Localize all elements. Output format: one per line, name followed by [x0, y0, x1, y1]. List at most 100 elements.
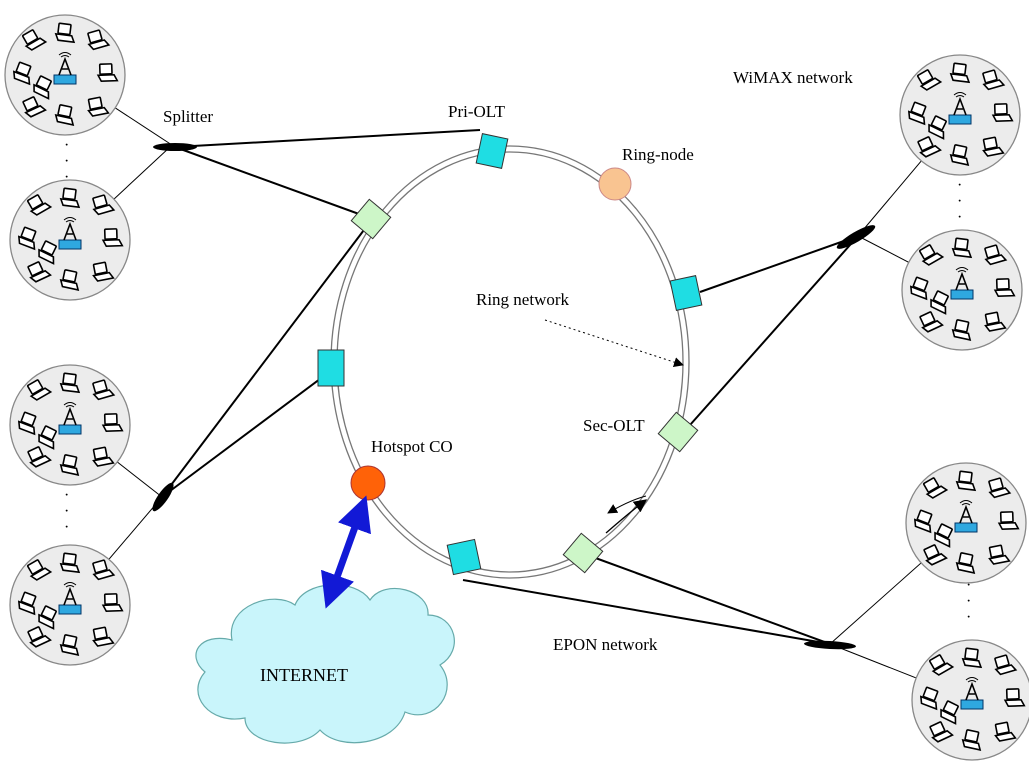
wimax-network-label: WiMAX network [733, 68, 853, 87]
laptop-icon [949, 62, 971, 84]
ring-network-label: Ring network [476, 290, 570, 309]
laptop-icon [92, 379, 116, 401]
laptop-icon [59, 372, 81, 394]
internet-link-arrow [321, 495, 371, 609]
laptop-icon [997, 511, 1020, 531]
laptop-icon [934, 523, 953, 548]
laptop-icon [951, 237, 973, 259]
laptop-icon [929, 654, 955, 676]
laptop-icon [930, 290, 949, 315]
laptop-icon [92, 194, 116, 216]
internet-cloud [195, 584, 455, 744]
svg-text:·: · [64, 519, 69, 536]
laptop-icon [54, 22, 76, 44]
laptop-icon [955, 470, 977, 492]
laptop-icon [982, 69, 1006, 91]
wireless-cell [911, 639, 1029, 761]
sec-olt-bottom [562, 532, 604, 574]
ring-node [598, 167, 632, 201]
laptop-icon [929, 721, 954, 743]
laptop-icon [92, 261, 115, 282]
laptop-icon [59, 552, 81, 574]
fiber-links [64, 74, 973, 701]
wireless-tower-icon [58, 582, 82, 615]
ring-direction-arrow [605, 499, 648, 534]
laptop-icon [919, 244, 945, 266]
wireless-cells [4, 14, 1029, 761]
laptop-icon [12, 61, 32, 86]
svg-text:·: · [957, 193, 962, 210]
laptop-icon [101, 413, 124, 433]
laptop-icon [27, 446, 52, 468]
wireless-tower-icon [58, 402, 82, 435]
svg-text:·: · [966, 593, 971, 610]
laptop-icon [923, 544, 948, 566]
splitter-right-wimax [836, 225, 876, 249]
laptop-icon [913, 509, 933, 534]
ring-direction-arrow-reverse [607, 495, 647, 514]
laptop-icon [101, 593, 124, 613]
laptop-icon [923, 477, 949, 499]
laptop-icon [101, 228, 124, 248]
wireless-cell [9, 364, 131, 486]
laptop-icon [92, 626, 115, 647]
wireless-tower-icon [960, 677, 984, 710]
wireless-tower-icon [58, 217, 82, 250]
svg-text:·: · [957, 209, 962, 226]
laptop-icon [87, 29, 111, 51]
epon-network-label: EPON network [553, 635, 658, 654]
laptop-icon [955, 552, 976, 574]
laptop-icon [92, 446, 115, 467]
laptop-icon [961, 729, 982, 751]
sec-olt-top-left [350, 198, 392, 240]
ring-network-pointer [544, 319, 684, 367]
svg-text:·: · [64, 487, 69, 504]
wireless-cell [9, 544, 131, 666]
wireless-cell [9, 179, 131, 301]
laptop-icon [27, 261, 52, 283]
splitter-bottom-right [804, 640, 856, 650]
sec-olt-label: Sec-OLT [583, 416, 645, 435]
laptop-icon [909, 276, 929, 301]
hotspot-co-label: Hotspot CO [371, 437, 453, 456]
wireless-tower-icon [53, 52, 77, 85]
laptop-icon [54, 104, 75, 126]
laptop-icon [919, 311, 944, 333]
laptop-icon [17, 591, 37, 616]
laptop-icon [940, 700, 959, 725]
laptop-icon [59, 454, 80, 476]
laptop-icon [1003, 688, 1026, 708]
laptop-icon [27, 379, 53, 401]
laptop-icon [38, 605, 57, 630]
laptop-icon [951, 319, 972, 341]
svg-text:·: · [64, 169, 69, 186]
laptop-icon [994, 721, 1017, 742]
wireless-cell [901, 229, 1023, 351]
laptop-icon [33, 75, 52, 100]
wireless-tower-icon [954, 500, 978, 533]
laptop-icon [919, 686, 939, 711]
laptop-icon [59, 634, 80, 656]
sec-olt-right [657, 411, 699, 453]
laptop-icon [988, 477, 1012, 499]
laptop-icon [17, 411, 37, 436]
laptop-icon [984, 311, 1007, 332]
ring-node-label: Ring-node [622, 145, 694, 164]
laptop-icon [22, 29, 48, 51]
laptop-icon [27, 559, 53, 581]
pri-olt-top [475, 133, 509, 169]
laptop-icon [961, 647, 983, 669]
laptop-icon [949, 144, 970, 166]
svg-text:·: · [64, 137, 69, 154]
laptop-icon [59, 187, 81, 209]
laptop-icon [17, 226, 37, 251]
laptop-icon [991, 103, 1014, 123]
laptop-icon [27, 626, 52, 648]
wireless-tower-icon [950, 267, 974, 300]
laptop-icon [994, 654, 1018, 676]
laptop-icon [928, 115, 947, 140]
wireless-tower-icon [948, 92, 972, 125]
svg-text:·: · [64, 503, 69, 520]
laptop-icon [22, 96, 47, 118]
laptop-icon [917, 136, 942, 158]
